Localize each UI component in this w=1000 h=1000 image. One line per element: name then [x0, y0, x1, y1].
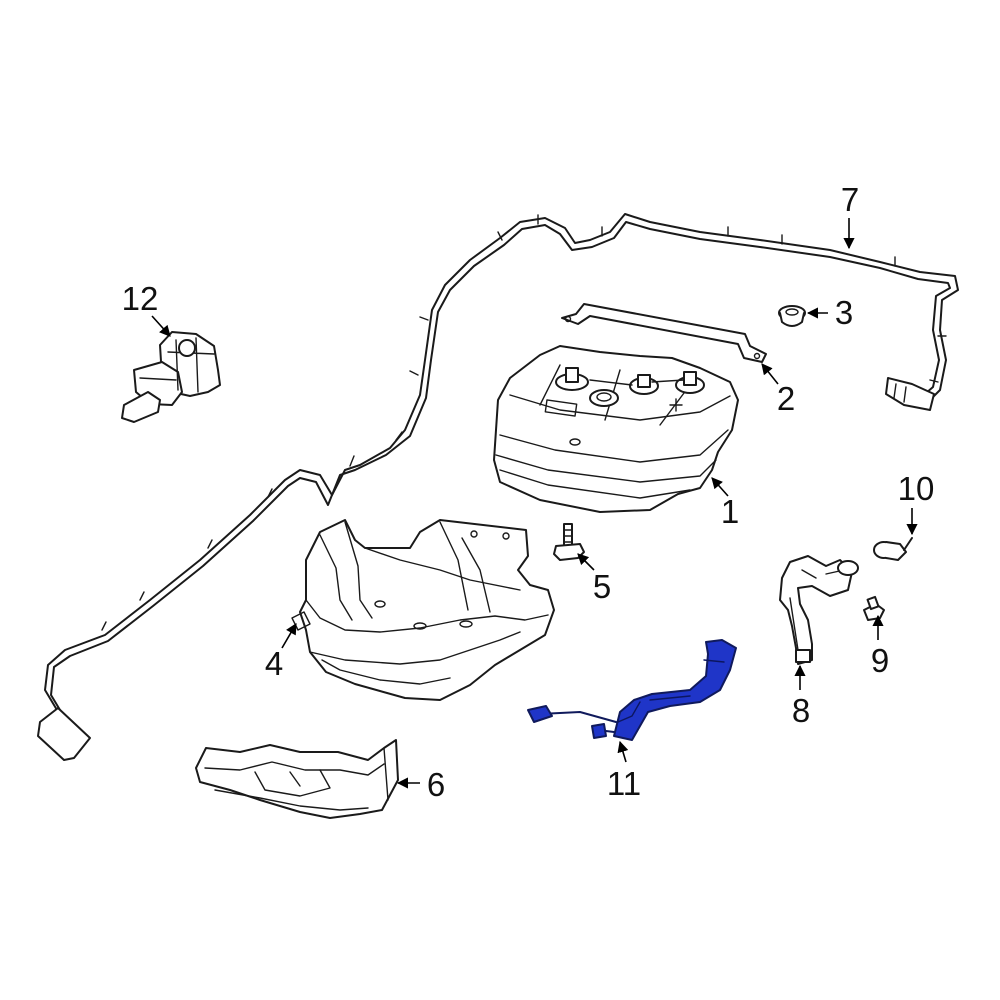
callout-7: 7	[841, 181, 859, 218]
callout-11: 11	[607, 765, 641, 802]
part-1-fuel-tank[interactable]	[493, 345, 739, 513]
callout-2: 2	[777, 380, 795, 417]
callout-12: 12	[122, 280, 159, 317]
part-9-bolt[interactable]	[863, 595, 885, 621]
part-5-bolt[interactable]	[553, 523, 585, 561]
callout-1: 1	[721, 493, 739, 530]
part-12-vapor-valve[interactable]	[121, 331, 221, 423]
callout-labels: 1 2 3 4 5 6 7 8 9 10 11 12	[122, 181, 935, 803]
leader-arrows	[151, 218, 918, 789]
part-10-connector[interactable]	[873, 537, 913, 561]
callout-10: 10	[898, 470, 935, 507]
part-2-tank-strap[interactable]	[561, 303, 767, 363]
part-4-skid-plate[interactable]	[291, 519, 555, 701]
callout-9: 9	[871, 642, 889, 679]
callout-6: 6	[427, 766, 445, 803]
callout-5: 5	[593, 568, 611, 605]
callout-4: 4	[265, 645, 283, 682]
part-3-grommet[interactable]	[778, 305, 806, 327]
part-6-lower-shield[interactable]	[195, 739, 399, 819]
part-8-fill-hose[interactable]	[779, 555, 859, 665]
callout-8: 8	[792, 692, 810, 729]
callout-3: 3	[835, 294, 853, 331]
part-11-filler-tube[interactable]	[527, 639, 737, 741]
part-7-vapor-tube[interactable]	[37, 213, 959, 761]
